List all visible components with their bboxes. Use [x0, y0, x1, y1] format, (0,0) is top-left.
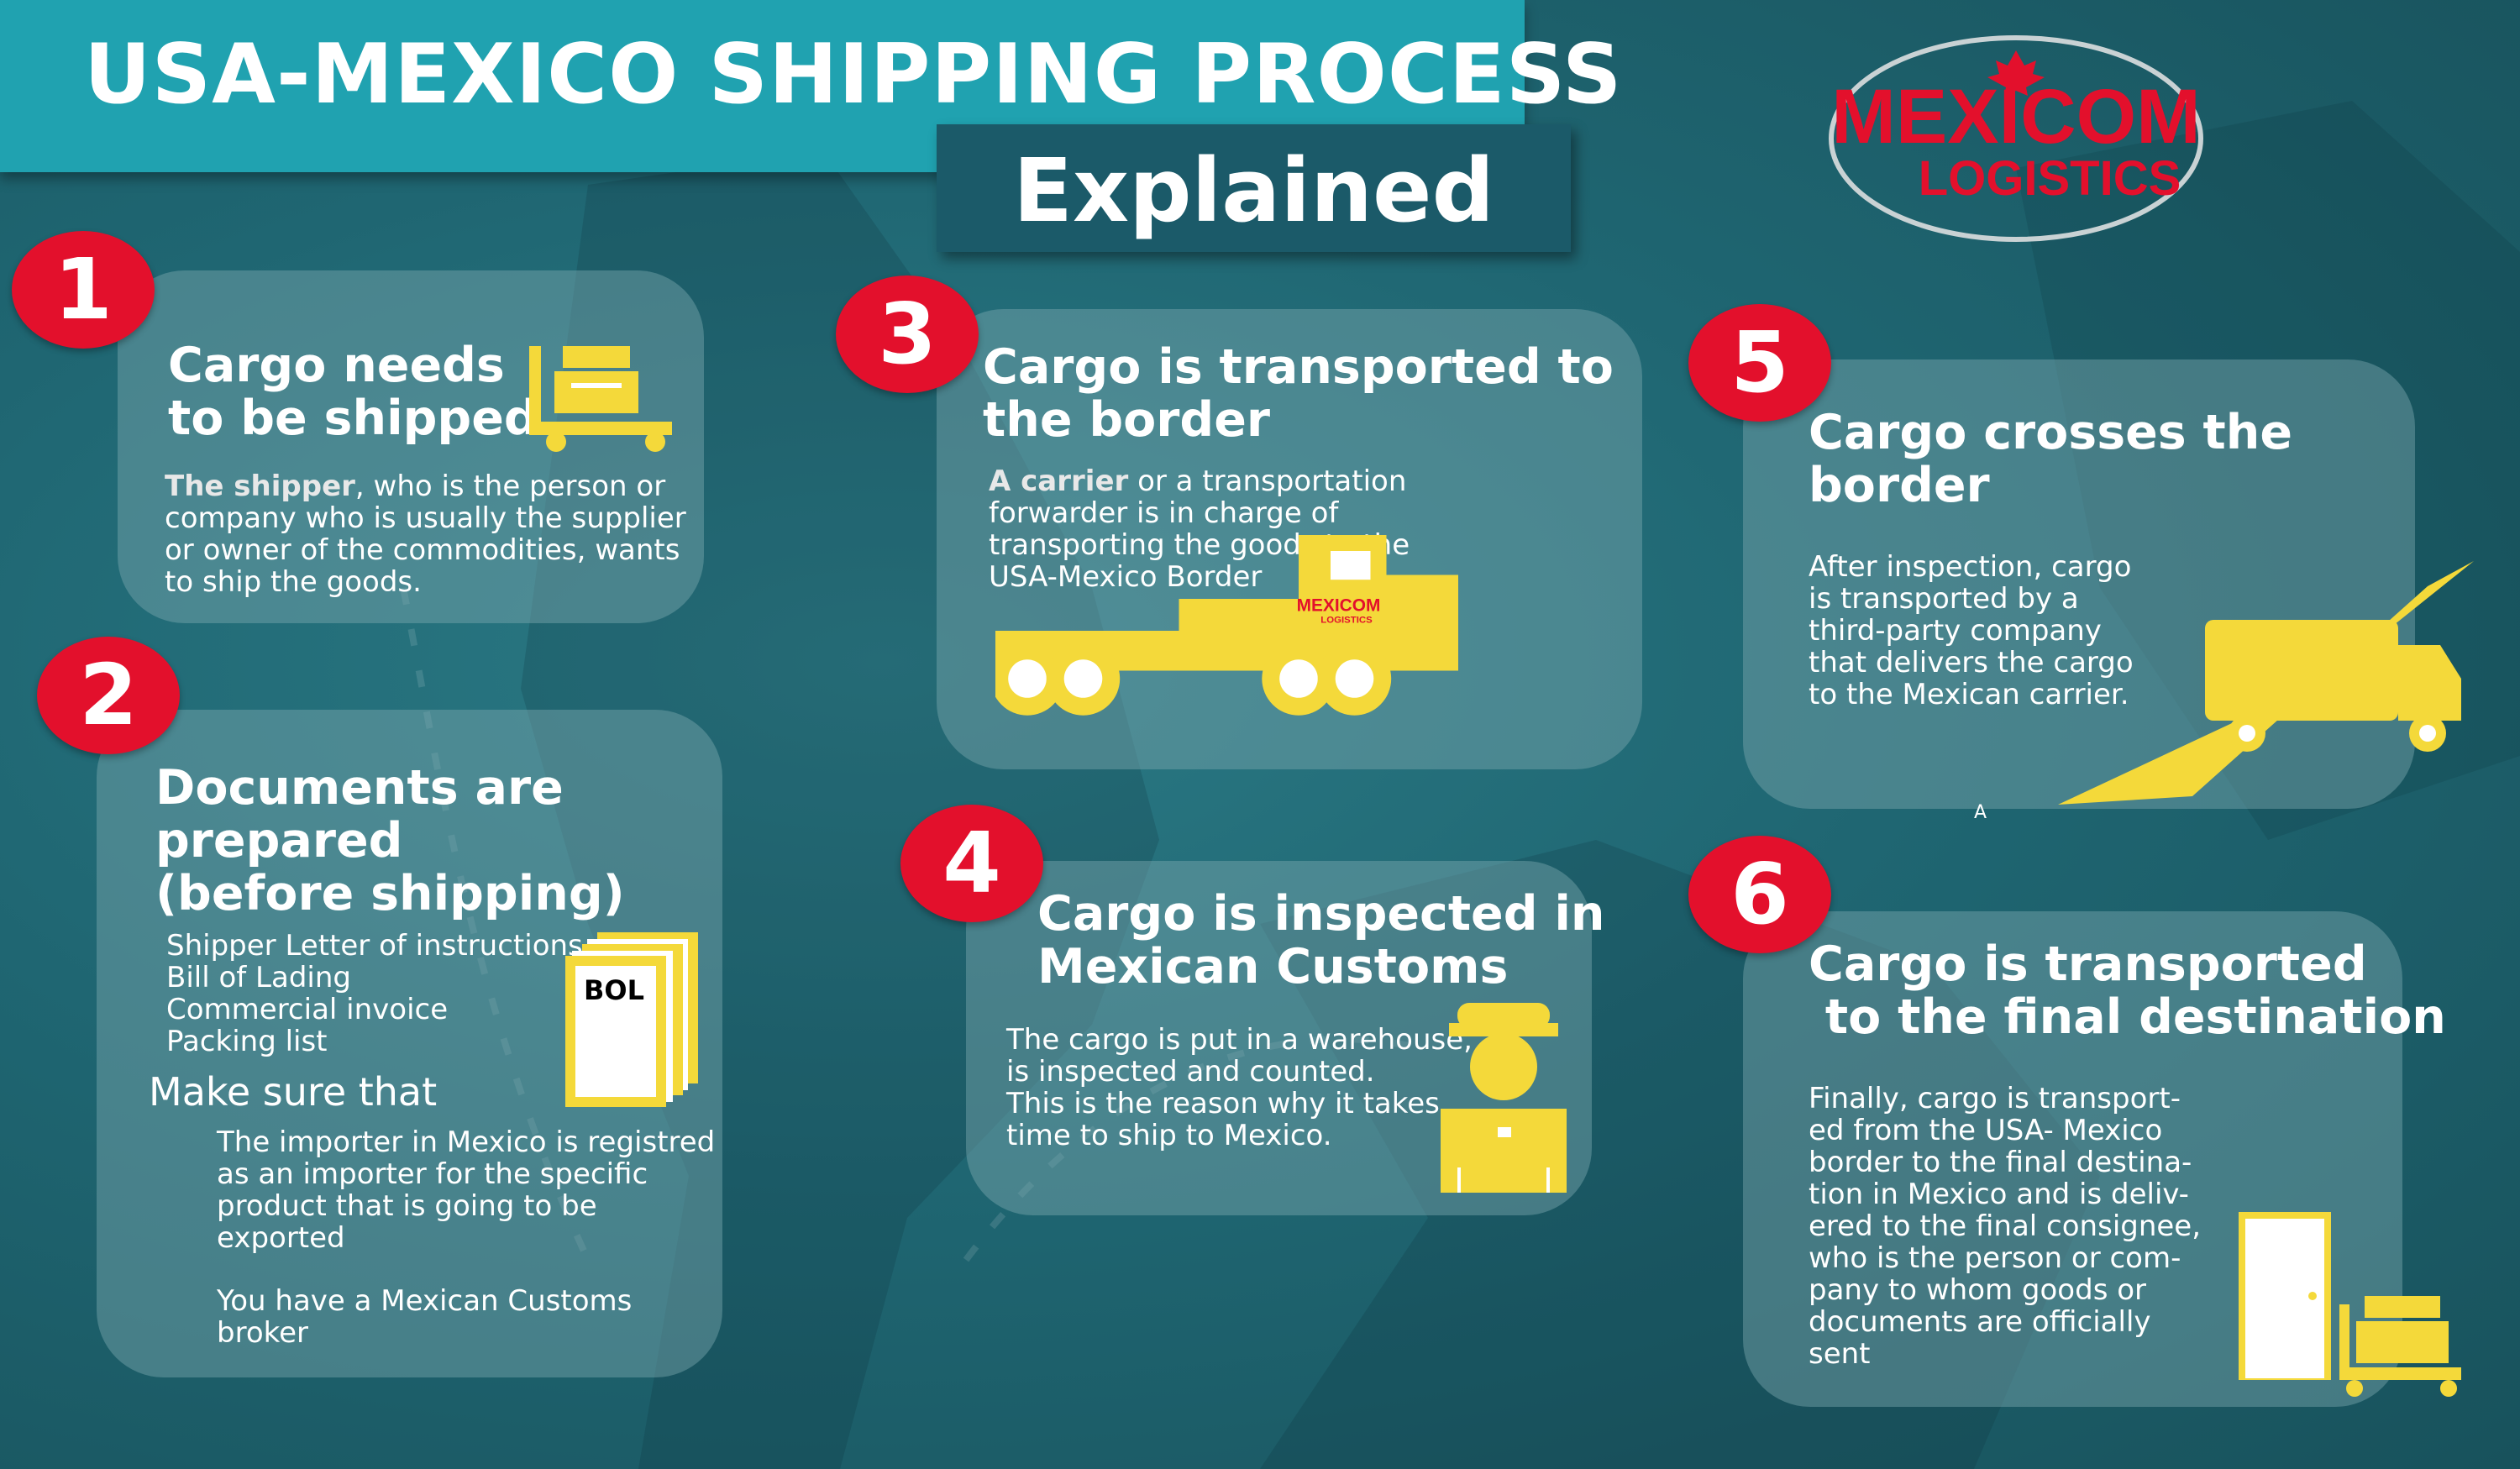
door-and-cart-icon [2239, 1212, 2461, 1397]
step-4-body: The cargo is put in a warehouse, is insp… [1006, 1023, 1473, 1152]
svg-text:LOGISTICS: LOGISTICS [1320, 616, 1373, 626]
step-2-panel: Documents are prepared (before shipping)… [97, 710, 722, 1377]
step-3-body: A carrier or a transportation forwarder … [989, 464, 1410, 594]
step-2-number: 2 [37, 637, 180, 754]
step-2-note-importer: The importer in Mexico is registred as a… [217, 1125, 716, 1255]
mexicom-logo: MEXICOM LOGISTICS [1829, 35, 2203, 242]
step-6-number: 6 [1688, 836, 1831, 953]
make-sure-heading: Make sure that [149, 1069, 438, 1115]
svg-text:MEXICOM: MEXICOM [1831, 74, 2201, 160]
list-item: Packing list [166, 1025, 328, 1058]
step-2-document-list: Shipper Letter of instructions Bill of L… [166, 930, 583, 1057]
page-subtitle: Explained [1012, 139, 1495, 242]
hand-truck-icon [529, 346, 672, 452]
step-3-number: 3 [836, 275, 979, 393]
step-5-title: Cargo crosses the border [1809, 405, 2293, 513]
step-1-title: Cargo needs to be shipped [168, 338, 538, 446]
box-truck-icon [2058, 561, 2474, 805]
subtitle-banner: Explained [937, 124, 1571, 252]
list-item: Shipper Letter of instructions [166, 929, 583, 963]
step-6-title: Cargo is transported to the final destin… [1809, 936, 2446, 1045]
flatbed-truck-icon: MEXICOM LOGISTICS [995, 535, 1458, 716]
step-1-number: 1 [12, 231, 155, 349]
customs-officer-icon [1441, 1003, 1567, 1193]
step-4-title: Cargo is inspected in Mexican Customs [1037, 886, 1605, 994]
list-item: Bill of Lading [166, 961, 351, 994]
svg-text:MEXICOM: MEXICOM [1297, 595, 1381, 615]
step-4-number: 4 [900, 805, 1043, 922]
svg-text:LOGISTICS: LOGISTICS [1919, 151, 2181, 206]
step-3-title: Cargo is transported to the border [983, 339, 1614, 448]
step-4-panel: Cargo is inspected in Mexican Customs Th… [966, 861, 1604, 1215]
document-stack-icon: BOL [565, 932, 698, 1107]
step-5-number: 5 [1688, 304, 1831, 422]
step-6-body: Finally, cargo is transport- ed from the… [1809, 1082, 2202, 1371]
step-5-panel: Cargo crosses the border After inspectio… [1743, 359, 2474, 809]
step-2-note-broker: You have a Mexican Customs broker [217, 1284, 633, 1350]
step-2-title: Documents are prepared (before shipping) [155, 760, 625, 921]
list-item: Commercial invoice [166, 993, 449, 1026]
step-5-body: After inspection, cargo is transported b… [1809, 550, 2134, 711]
step-3-panel: Cargo is transported to the border A car… [937, 309, 1642, 769]
svg-text:BOL: BOL [584, 974, 644, 1006]
title-banner: USA-MEXICO SHIPPING PROCESS [0, 0, 1621, 172]
step-6-panel: Cargo is transported to the final destin… [1743, 911, 2461, 1407]
stray-letter: A [1974, 802, 1987, 823]
page-title: USA-MEXICO SHIPPING PROCESS [84, 27, 1623, 123]
step-1-panel: Cargo needs to be shipped The shipper, w… [118, 270, 704, 623]
step-1-body: The shipper, who is the person or compan… [165, 470, 686, 599]
